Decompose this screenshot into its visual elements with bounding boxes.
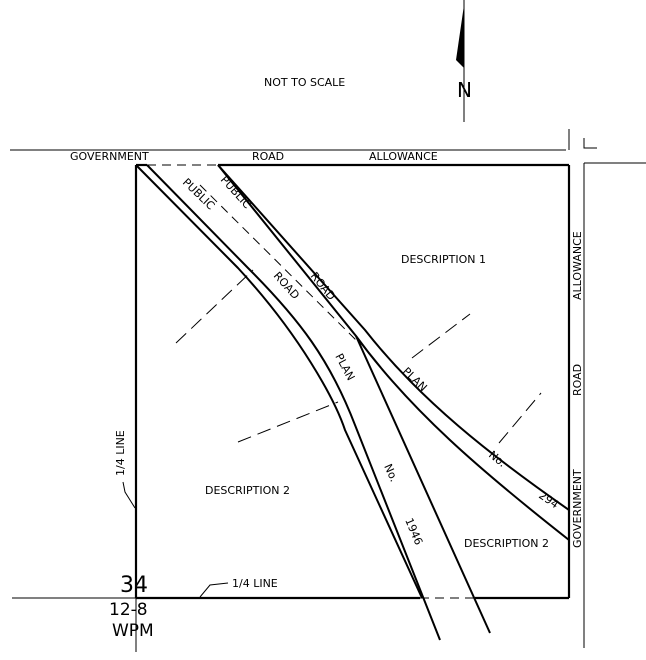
road-centerline-dashed [199, 184, 362, 346]
road-label-government-vertical: GOVERNMENT [571, 469, 584, 548]
road-label-allowance: ALLOWANCE [369, 150, 438, 163]
north-letter: N [457, 78, 472, 102]
road-dashed-crossings [147, 164, 475, 599]
public-road-plan-294 [217, 164, 570, 541]
parcel-description-2-left: DESCRIPTION 2 [205, 484, 290, 497]
parcel-description-2-right: DESCRIPTION 2 [464, 537, 549, 550]
public-road-plan-1946 [135, 164, 491, 641]
quarter-line-label-left: 1/4 LINE [114, 430, 127, 476]
lower-road-label-number: 1946 [402, 516, 425, 547]
road-label-road-vertical: ROAD [571, 364, 584, 396]
north-arrow-icon: N [456, 0, 472, 122]
road-allowance-top [10, 129, 646, 164]
scale-note: NOT TO SCALE [264, 76, 345, 89]
quarter-line-label-bottom: 1/4 LINE [232, 577, 278, 590]
lower-road-label-no: No. [381, 462, 400, 484]
parcel-boundary [134, 163, 571, 600]
meridian: WPM [112, 621, 154, 641]
lower-road-label-plan: PLAN [332, 351, 357, 383]
road-label-government: GOVERNMENT [70, 150, 149, 163]
parcel-extension-lines [12, 597, 137, 652]
lower-road-label-public: PUBLIC [180, 176, 218, 213]
upper-road-label-plan: PLAN [400, 365, 430, 394]
quarter-line-leaders [122, 481, 229, 598]
township-range: 12-8 [109, 600, 148, 620]
dashed-internal-lines [175, 269, 542, 444]
upper-road-label-public: PUBLIC [218, 173, 254, 211]
upper-road-label-number: 294 [536, 489, 561, 512]
upper-road-label-road: ROAD [308, 270, 338, 303]
road-label-road: ROAD [252, 150, 284, 163]
road-label-allowance-vertical: ALLOWANCE [571, 231, 584, 300]
section-number: 34 [120, 573, 148, 598]
parcel-description-1: DESCRIPTION 1 [401, 253, 486, 266]
